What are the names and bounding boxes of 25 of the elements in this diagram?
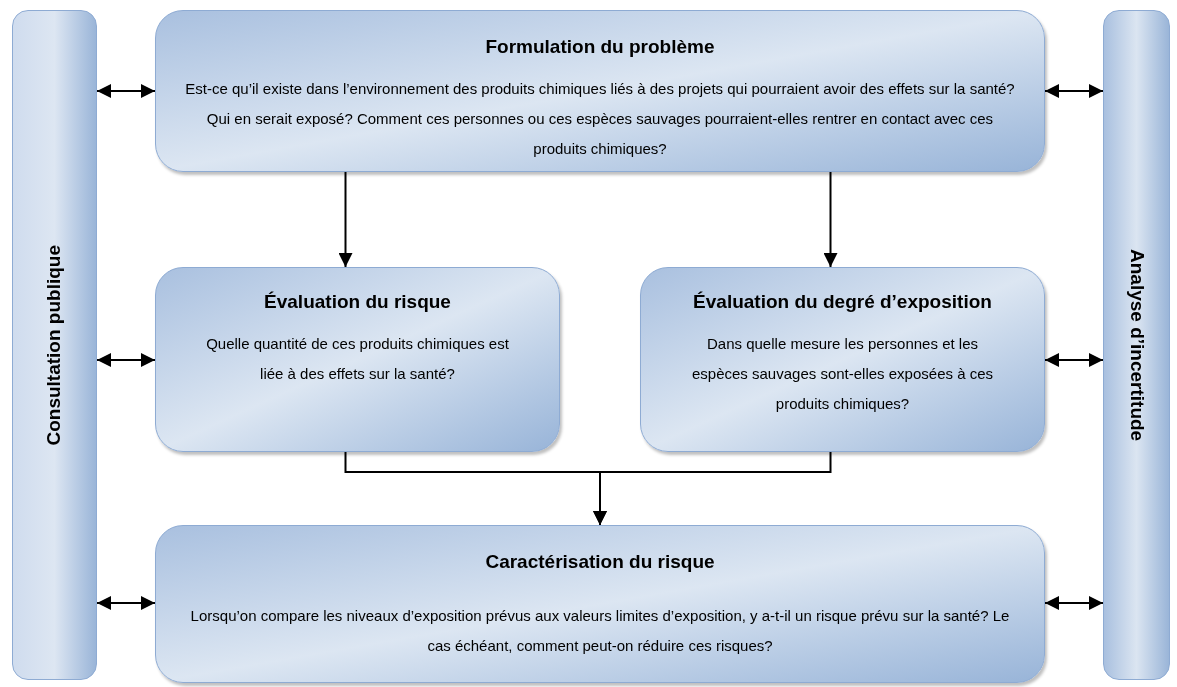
arrow	[1044, 353, 1104, 367]
box-title: Formulation du problème	[485, 35, 715, 59]
bar-label: Consultation publique	[42, 244, 66, 446]
box-question: Lorsqu’on compare les niveaux d’exposition prévus aux valeurs limites d’exposition, y a-t-il un risque prévu sur la santé? Le cas échéant, comment peut-on réduire ces risques?	[189, 605, 1011, 656]
process-box	[155, 267, 560, 452]
arrow	[96, 84, 156, 98]
side-bar	[12, 10, 97, 680]
process-box	[155, 10, 1045, 172]
box-title: Caractérisation du risque	[485, 550, 715, 574]
arrow	[1044, 84, 1104, 98]
arrow	[96, 353, 156, 367]
arrow	[96, 596, 156, 610]
arrow	[338, 171, 353, 268]
bar-label: Analyse d’incertitude	[1125, 248, 1149, 442]
box-title: Évaluation du risque	[264, 290, 451, 314]
process-box	[640, 267, 1045, 452]
box-question: Est-ce qu’il existe dans l’environnement des produits chimiques liés à des projets qui pourraient avoir des effets sur la santé? Qui en serait exposé? Comment ces personnes ou ces espèces sauvages pourraient-elles rentrer en contact avec ces produits chimiques?	[184, 78, 1016, 159]
arrow	[593, 451, 832, 526]
box-title: Évaluation du degré d’exposition	[693, 290, 992, 314]
arrow	[823, 171, 838, 268]
box-question: Quelle quantité de ces produits chimiques est liée à des effets sur la santé?	[205, 333, 510, 384]
process-box	[155, 525, 1045, 683]
box-question: Dans quelle mesure les personnes et les espèces sauvages sont-elles exposées à ces produits chimiques?	[691, 333, 994, 414]
side-bar	[1103, 10, 1170, 680]
arrow	[1044, 596, 1104, 610]
